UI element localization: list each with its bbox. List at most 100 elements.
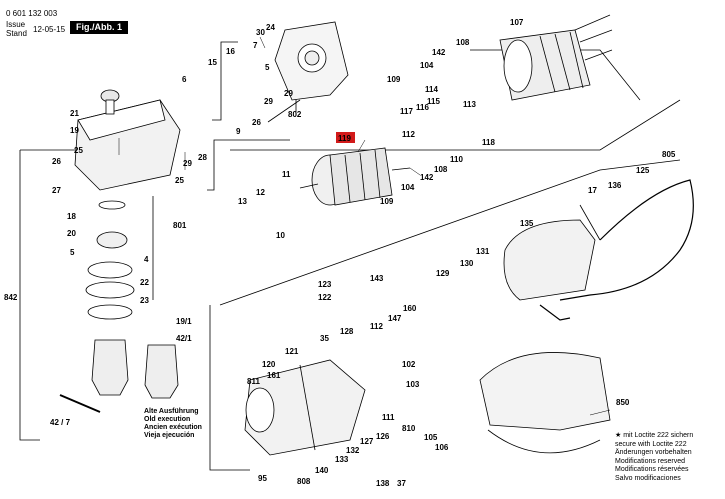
part-callout-p130: 130 [460, 259, 474, 268]
part-callout-p142b: 142 [420, 173, 434, 182]
part-callout-p125: 125 [636, 166, 650, 175]
part-callout-p110: 110 [450, 155, 463, 164]
part-callout-p35: 35 [320, 334, 329, 343]
part-callout-p37: 37 [397, 479, 406, 488]
part-callout-p133: 133 [335, 455, 349, 464]
part-callout-p127: 127 [360, 437, 374, 446]
part-callout-p11: 11 [282, 170, 291, 179]
part-callout-p113: 113 [463, 100, 476, 109]
part-callout-p13: 13 [238, 197, 247, 206]
part-callout-p801: 801 [173, 221, 187, 230]
part-callout-p25b: 25 [175, 176, 184, 185]
part-callout-p104b: 104 [401, 183, 415, 192]
part-callout-p191: 19/1 [176, 317, 192, 326]
stator-field [499, 14, 613, 101]
note-line: Old execution [144, 416, 191, 423]
part-callout-p20: 20 [67, 229, 76, 238]
footnote-line: Modifications reserved [615, 457, 686, 465]
part-callout-p129: 129 [436, 269, 450, 278]
execution-notes: Alte Ausführung Old execution Ancien exé… [144, 408, 202, 440]
issue-date: 12-05-15 [33, 25, 66, 34]
part-callout-p30: 30 [256, 28, 265, 37]
part-callout-p4: 4 [144, 255, 149, 264]
part-callout-p142a: 142 [432, 48, 446, 57]
footnote: ★ mit Loctite 222 sichern secure with Lo… [615, 432, 693, 484]
part-callout-p421a: 42/1 [176, 334, 192, 343]
part-callout-p105: 105 [424, 433, 438, 442]
footnote-line: ★ mit Loctite 222 sichern [615, 432, 694, 439]
part-callout-p103: 103 [406, 380, 420, 389]
part-number: 0 601 132 003 [6, 9, 58, 18]
part-callout-p119: 119 [338, 134, 351, 143]
part-callout-p6: 6 [182, 75, 187, 84]
part-callout-p811: 811 [247, 377, 260, 386]
part-callout-p842: 842 [4, 293, 18, 302]
part-callout-p27: 27 [52, 186, 61, 195]
handle-cover [503, 204, 601, 301]
part-callout-p16: 16 [226, 47, 235, 56]
part-callout-p118: 118 [482, 138, 495, 147]
part-callout-p114: 114 [425, 85, 438, 94]
part-callout-p21: 21 [70, 109, 79, 118]
part-callout-p143: 143 [370, 274, 384, 283]
part-callout-p29c: 29 [183, 159, 192, 168]
part-callout-p131: 131 [476, 247, 490, 256]
footnote-line: Salvo modificaciones [615, 474, 681, 482]
gear-head-group [74, 89, 181, 191]
part-callout-p805: 805 [662, 150, 676, 159]
part-callout-p108b: 108 [434, 165, 448, 174]
part-callout-p106: 106 [435, 443, 449, 452]
part-callout-p26a: 26 [252, 118, 261, 127]
part-callout-p29a: 29 [264, 97, 273, 106]
part-callout-p109b: 109 [380, 197, 394, 206]
issue-label: Issue [6, 20, 26, 29]
part-callout-p5b: 5 [70, 248, 75, 257]
rear-cover [479, 352, 611, 454]
part-callout-p123: 123 [318, 280, 332, 289]
part-callout-p427: 42 / 7 [50, 418, 71, 427]
part-callout-p22: 22 [140, 278, 149, 287]
part-callout-p28: 28 [198, 153, 207, 162]
part-callout-p117: 117 [400, 107, 413, 116]
part-callout-p121: 121 [285, 347, 299, 356]
part-callout-p102: 102 [402, 360, 416, 369]
part-callout-p109a: 109 [387, 75, 401, 84]
part-callout-p95: 95 [258, 474, 267, 483]
part-callout-p10: 10 [276, 231, 285, 240]
part-callout-p802: 802 [288, 110, 302, 119]
part-callout-p23: 23 [140, 296, 149, 305]
part-callout-p122: 122 [318, 293, 332, 302]
part-callout-p111: 111 [382, 413, 395, 422]
part-callout-p108a: 108 [456, 38, 470, 47]
footnote-line: secure with Loctite 222 [615, 440, 687, 448]
part-callout-p120: 120 [262, 360, 276, 369]
note-line: Vieja ejecución [144, 432, 195, 439]
part-callout-p18: 18 [67, 212, 76, 221]
part-callout-p850: 850 [616, 398, 630, 407]
part-callout-p104a: 104 [420, 61, 434, 70]
figure-label: Fig./Abb. 1 [70, 21, 128, 34]
highlighted-part-box [336, 132, 355, 143]
part-callout-p138: 138 [376, 479, 390, 488]
note-line: Ancien exécution [144, 424, 202, 431]
footnote-line: Änderungen vorbehalten [615, 449, 692, 457]
part-callout-p147: 147 [388, 314, 402, 323]
power-cord [539, 179, 694, 321]
footnote-line: Modifications réservées [615, 466, 689, 474]
stand-label: Stand [6, 29, 27, 38]
motor-housing [244, 359, 366, 456]
part-callout-p112: 112 [402, 130, 415, 139]
part-callout-p126: 126 [376, 432, 390, 441]
part-callout-p136: 136 [608, 181, 622, 190]
chuck-parts [59, 200, 179, 413]
part-callout-p24: 24 [266, 23, 275, 32]
part-callout-p115: 115 [427, 97, 440, 106]
part-callout-p135: 135 [520, 219, 534, 228]
part-callout-p112b: 112 [370, 322, 383, 331]
part-callout-p161: 161 [267, 371, 281, 380]
part-callout-p132: 132 [346, 446, 360, 455]
gearbox-cover [274, 21, 349, 101]
part-callout-p810: 810 [402, 424, 416, 433]
part-callout-p25a: 25 [74, 146, 83, 155]
